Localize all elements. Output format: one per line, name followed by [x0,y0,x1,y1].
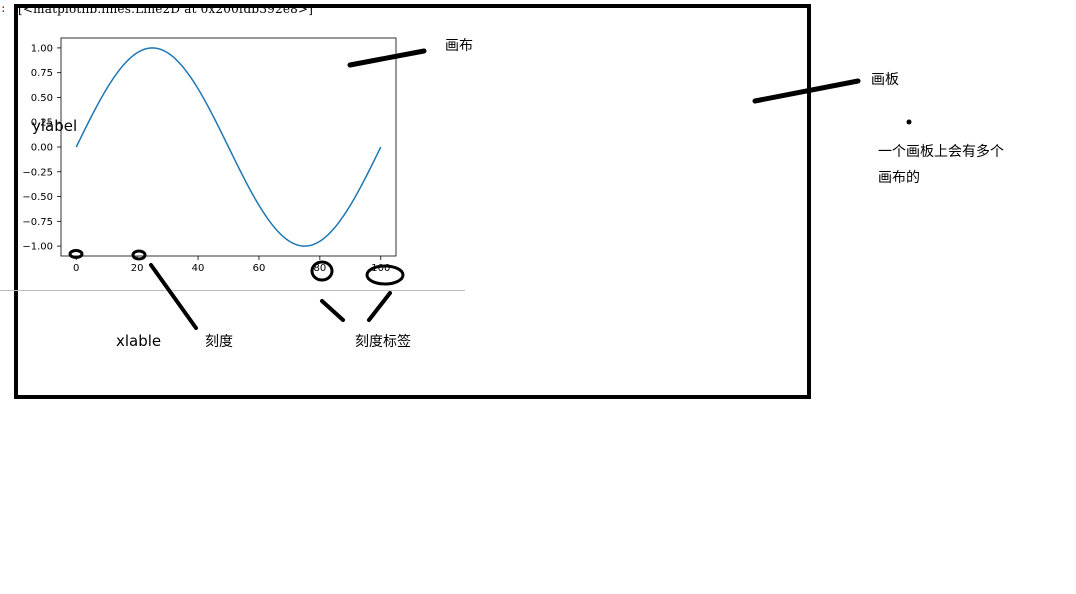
tick-pointer-stroke [149,263,198,330]
board-pointer-stroke [752,78,861,104]
tick-annotation: 刻度 [205,334,233,350]
ticklabel-circle-80 [310,260,334,282]
x-tick-label: 40 [192,263,205,274]
x-tick-label: 0 [73,263,79,274]
series-line-0 [75,47,382,247]
ink-annotations [68,48,912,330]
note-line-1: 一个画板上会有多个 [878,144,1004,160]
y-tick-label: −0.50 [22,192,53,203]
tick-labels-annotation: 刻度标签 [355,334,411,350]
y-tick-label: 0.00 [31,143,53,154]
note-line-2: 画布的 [878,170,920,186]
y-tick-label: 1.00 [31,43,53,54]
y-tick-label: 0.75 [31,68,53,79]
cell-divider [0,290,465,291]
axes-layer: 0 20 40 60 80 100 1.00 0.75 0.50 0.25 0.00 −0.25 −0.… [22,37,397,274]
y-tick-label: −0.25 [22,167,53,178]
ticklabel-circle-100 [365,264,405,286]
note-dot [906,119,912,125]
x-tick-label: 60 [253,263,266,274]
cell-prompt-marker: : [0,2,7,15]
xlabel-annotation: xlable [116,332,162,350]
ticklabel-pointer-stroke-left [320,299,345,322]
canvas-annotation: 画布 [445,38,473,54]
y-tick-label: 0.50 [31,93,53,104]
board-frame [14,4,811,399]
tick-circle-0 [68,249,84,259]
x-tick-label: 80 [313,263,326,274]
ticklabel-pointer-stroke-right [367,291,392,322]
x-tick-label: 20 [131,263,144,274]
y-tick-label: 0.25 [31,118,53,129]
y-tick-label: −0.75 [22,217,53,228]
ylabel-annotation: ylabel [32,117,78,135]
canvas-pointer-stroke [347,48,427,68]
x-tick-label: 100 [371,263,390,274]
y-tick-label: −1.00 [22,242,53,253]
tick-circle-20 [131,249,147,261]
board-annotation: 画板 [871,72,899,88]
